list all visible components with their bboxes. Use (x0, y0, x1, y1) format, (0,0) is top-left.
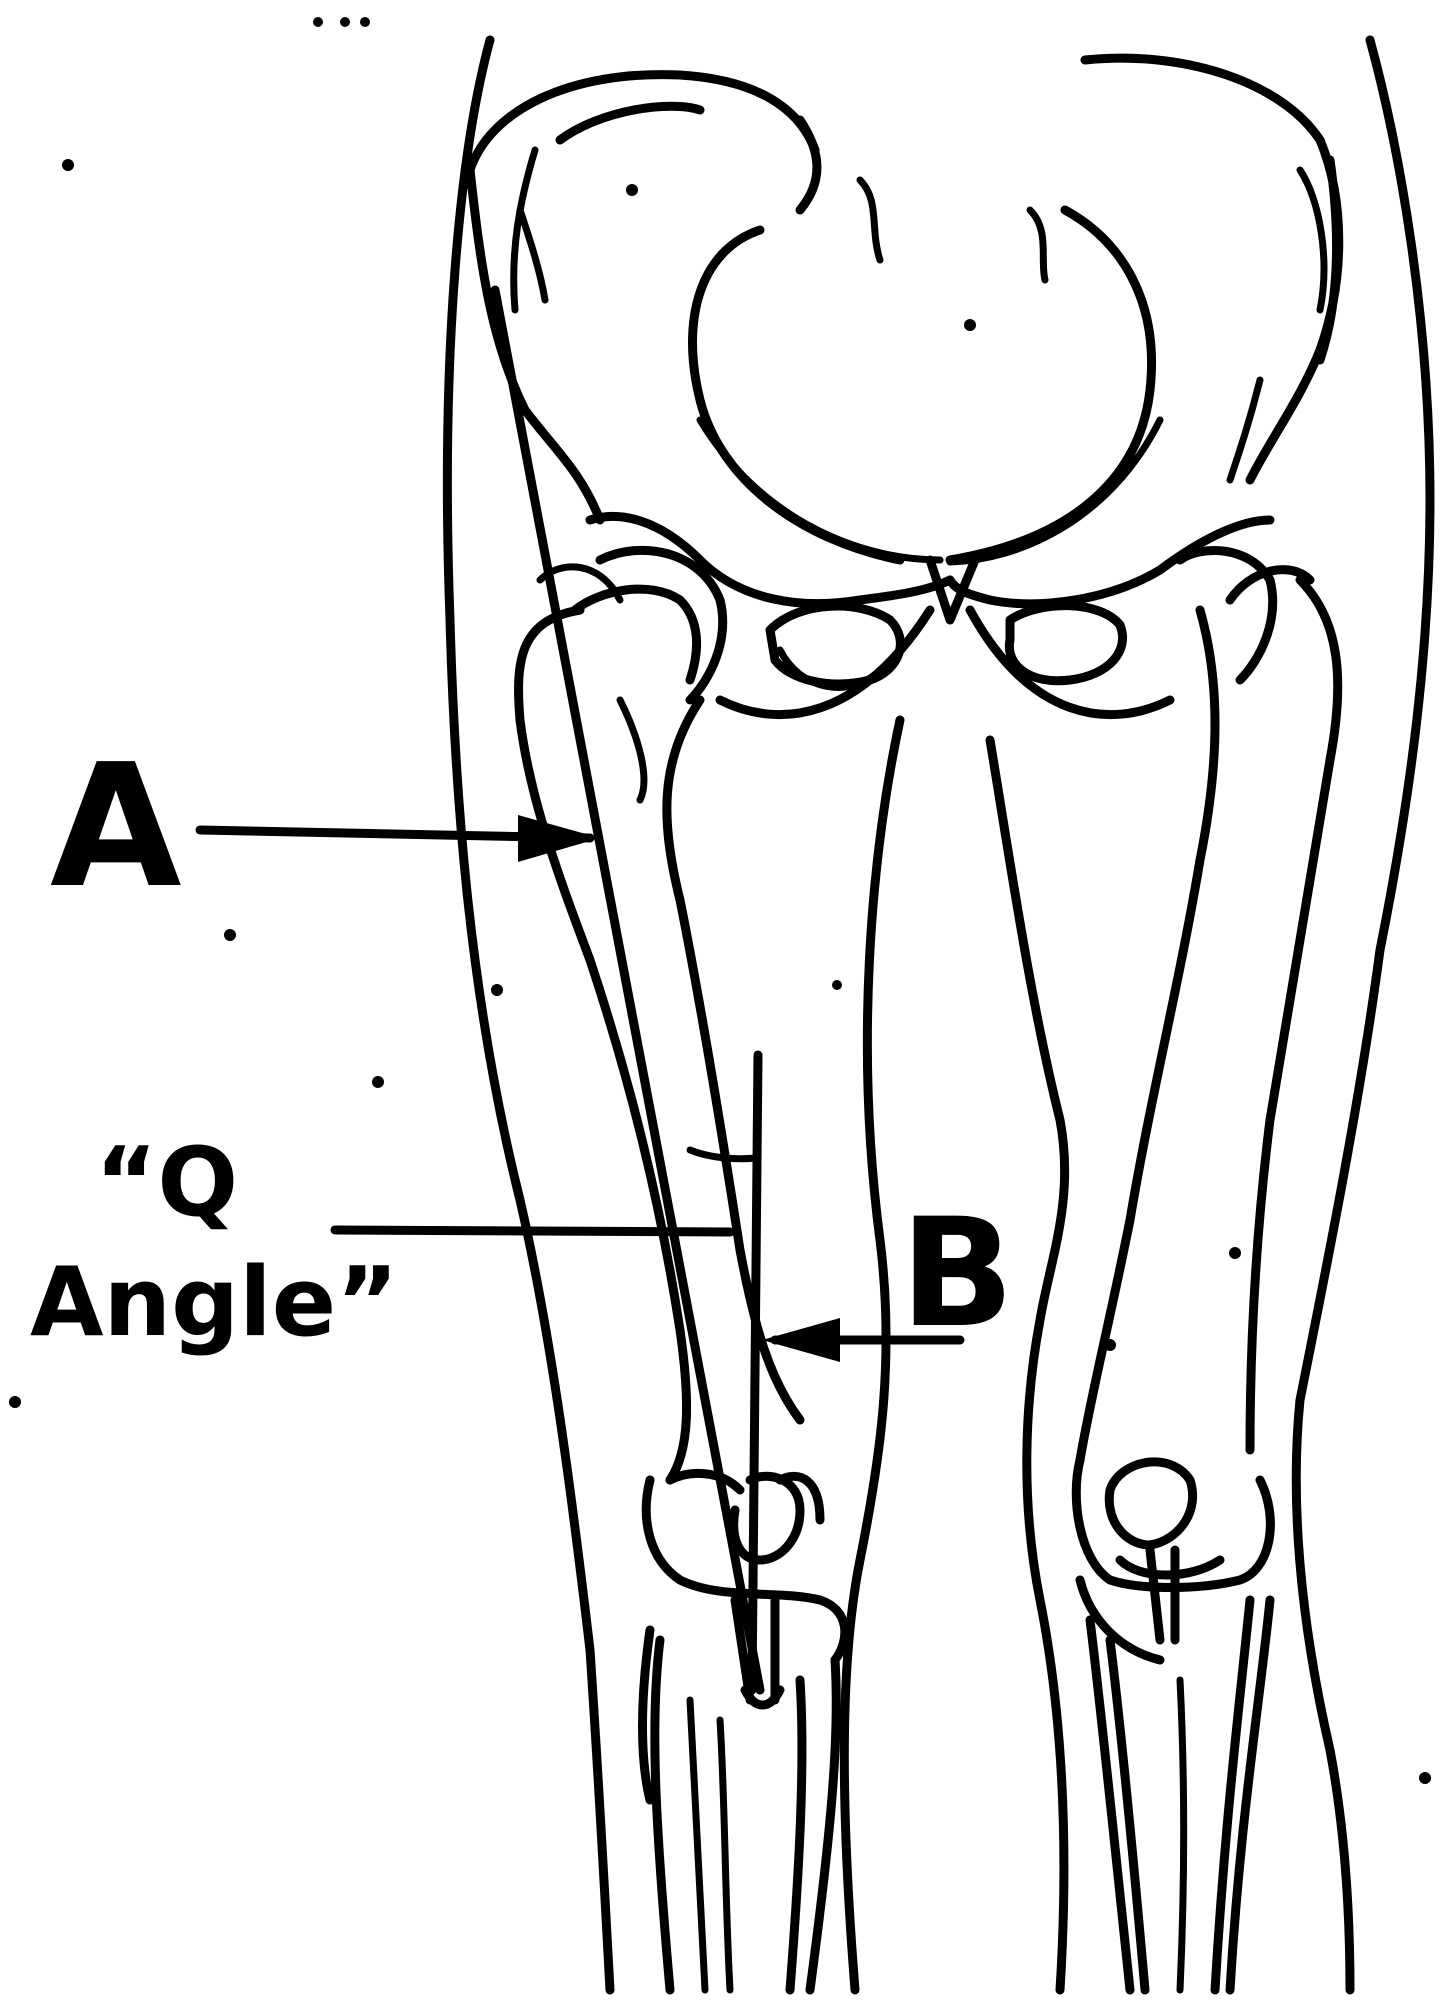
right-patellar-tendon (1120, 1550, 1220, 1640)
label-q-angle-line2: Angle” (30, 1248, 399, 1358)
right-leg (990, 40, 1430, 1990)
speckle (62, 159, 74, 171)
left-tibia-medial (790, 1660, 836, 1990)
right-femur-medial (1080, 610, 1215, 1460)
pointer-a-arrowhead (518, 815, 600, 862)
right-pubic-ramus (950, 520, 1270, 604)
left-femur-lateral (519, 610, 687, 1480)
right-tibia-medial (1090, 1620, 1145, 1990)
pointer-b-arrowhead (762, 1318, 840, 1362)
speckle (626, 184, 638, 196)
speckle (360, 17, 370, 27)
left-leg (447, 40, 900, 1990)
asis-to-patella-line (495, 290, 760, 1690)
label-b: B (900, 1187, 1014, 1361)
left-tibia-lateral (643, 1630, 671, 1990)
right-thigh-outer-contour (1296, 40, 1430, 1990)
right-patella (1109, 1462, 1192, 1545)
right-obturator (1009, 606, 1122, 681)
speckle (964, 319, 976, 331)
speckle (313, 17, 323, 27)
speckle (224, 929, 236, 941)
left-fibula (690, 1700, 730, 1990)
label-a: A (50, 728, 182, 926)
label-q-angle-line1: “Q (95, 1128, 238, 1238)
right-acetabulum (1180, 550, 1273, 680)
left-thigh-outer-contour (447, 40, 610, 1990)
left-iliac-inner (514, 150, 545, 310)
left-acetabulum (600, 550, 723, 700)
right-fibula (1180, 1680, 1184, 1990)
speckle (9, 1396, 21, 1408)
right-femur-lateral (1250, 580, 1338, 1450)
right-tibia-lateral (1215, 1600, 1270, 1990)
speckle (832, 980, 842, 990)
tibial-tubercle-vertical-line (752, 1055, 758, 1690)
left-thigh-inner-contour (844, 720, 900, 1990)
speckle (372, 1076, 384, 1088)
right-thigh-inner-contour (990, 740, 1065, 1990)
scan-speckles (9, 17, 1431, 1784)
speckle (1104, 1339, 1116, 1351)
pointer-q-line (335, 1230, 730, 1232)
left-femoral-head (575, 589, 697, 680)
speckle (1229, 1247, 1241, 1259)
speckle (340, 17, 350, 27)
pelvis (470, 58, 1339, 714)
q-angle-lines (495, 290, 760, 1690)
speckle (1419, 1772, 1431, 1784)
pelvic-inlet-right (950, 210, 1152, 560)
speckle (491, 984, 503, 996)
